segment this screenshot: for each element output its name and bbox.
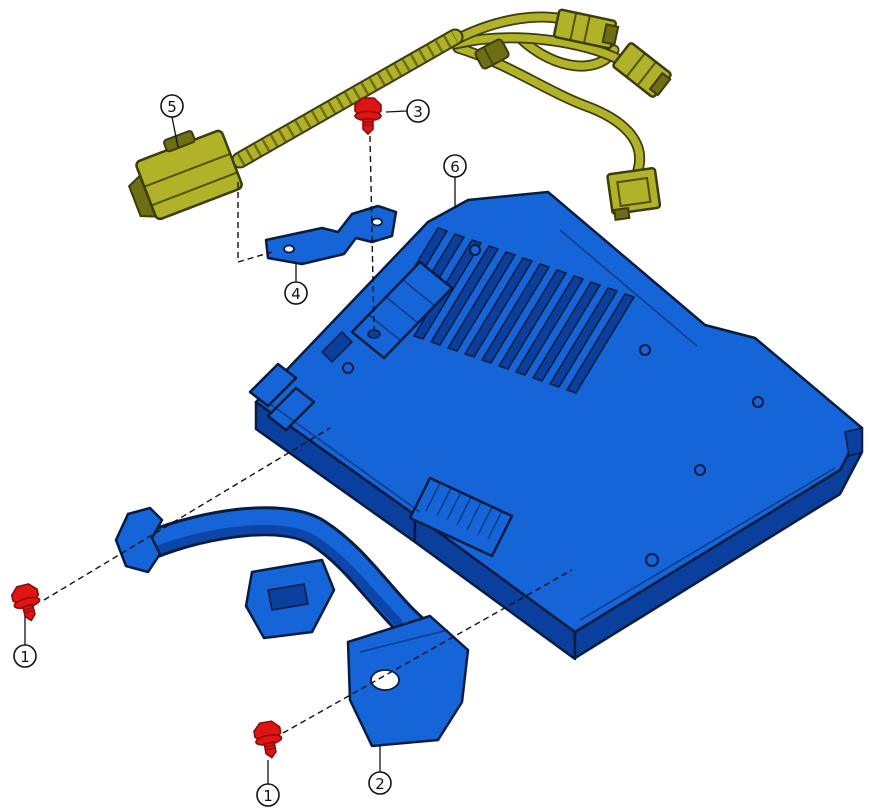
- callout-circle: [160, 94, 184, 118]
- callout-2: 2: [368, 746, 392, 795]
- mounting-bracket: [114, 506, 470, 748]
- callout-number: 5: [167, 98, 177, 116]
- harness-corrugated-tube: [231, 28, 464, 169]
- module-slot: [320, 330, 354, 364]
- module-connector-block: [408, 476, 514, 558]
- bolt-3: [354, 97, 382, 135]
- bolt-1-left: [9, 581, 45, 625]
- screw-boss: [645, 553, 659, 567]
- dashed-line-bolt1-left: [43, 427, 331, 601]
- harness-wire: [451, 34, 624, 64]
- dashed-line-connector: [237, 182, 273, 263]
- bracket-foot-hole: [370, 669, 400, 691]
- bolt-1-bottom: [251, 719, 286, 761]
- module-ridge: [559, 229, 698, 347]
- dashed-line-bolt3: [369, 135, 375, 331]
- leader-line: [171, 116, 179, 148]
- callout-4: 4: [284, 262, 308, 305]
- callout-circle: [368, 771, 392, 795]
- small-bracket: [264, 204, 398, 266]
- callout-circle: [13, 644, 37, 668]
- module-corner-notch: [844, 427, 863, 457]
- screw-boss: [342, 362, 354, 374]
- callout-6: 6: [443, 154, 467, 208]
- callout-number: 6: [450, 158, 460, 176]
- bracket-middle-tab: [244, 558, 336, 640]
- callout-circle: [443, 154, 467, 178]
- bracket-hook: [114, 506, 164, 574]
- callout-number: 4: [291, 285, 301, 303]
- bracket-hole: [283, 244, 295, 254]
- bolt-hole: [367, 329, 381, 339]
- harness-connector-lower: [606, 167, 662, 221]
- callout-circle: [284, 281, 308, 305]
- callout-1-left: 1: [13, 616, 37, 668]
- harness-connector-right: [612, 42, 672, 98]
- bracket-arm-shade: [145, 524, 403, 627]
- screw-boss: [469, 244, 481, 256]
- wiring-harness: [127, 8, 672, 221]
- callout-5: 5: [160, 94, 184, 148]
- callout-3: 3: [385, 99, 430, 123]
- callout-circle: [256, 783, 280, 807]
- callout-1-bottom: 1: [256, 760, 280, 807]
- bracket-hole: [371, 217, 383, 227]
- bracket-foot: [346, 614, 470, 748]
- main-module: [248, 190, 864, 661]
- harness-main-connector: [127, 129, 243, 221]
- screw-boss: [752, 396, 764, 408]
- harness-wire-drop: [454, 44, 644, 174]
- assembly-lines: [43, 135, 573, 734]
- callout-number: 3: [413, 103, 423, 121]
- module-tab: [266, 386, 316, 432]
- callout-circle: [406, 99, 430, 123]
- callout-number: 1: [20, 648, 30, 666]
- screw-boss: [694, 464, 706, 476]
- leader-line: [385, 110, 408, 113]
- callout-number: 2: [375, 775, 385, 793]
- module-tab: [248, 362, 298, 408]
- callout-number: 1: [263, 787, 273, 805]
- module-edge-accent: [269, 403, 836, 621]
- harness-clip: [474, 38, 510, 70]
- screw-boss: [639, 344, 651, 356]
- dashed-line-bolt1-bottom: [282, 569, 573, 734]
- harness-connector-top: [553, 8, 620, 50]
